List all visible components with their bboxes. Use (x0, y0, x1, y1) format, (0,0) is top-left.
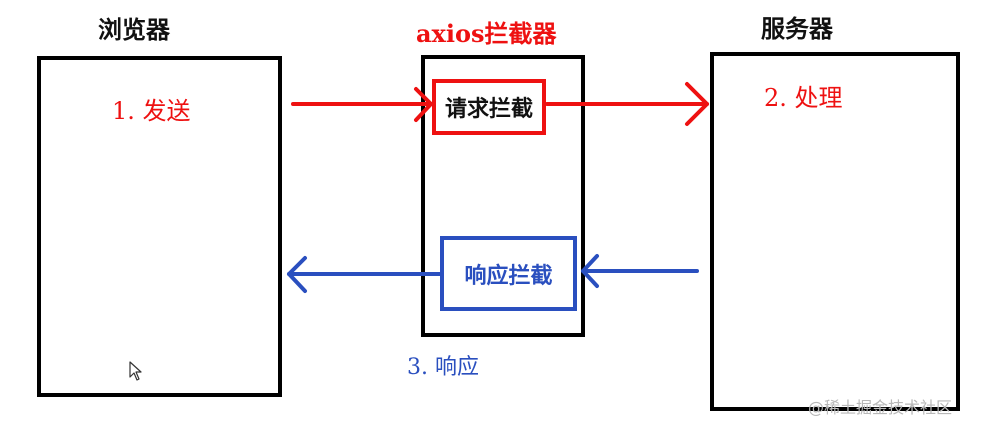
interceptor-title: axios拦截器 (416, 19, 557, 48)
server-box (710, 52, 960, 411)
send-step-label: 1. 发送 (112, 97, 191, 125)
request-interceptor-box: 请求拦截 (432, 79, 546, 135)
browser-box (37, 56, 282, 397)
response-interceptor-box: 响应拦截 (440, 236, 577, 311)
request-interceptor-label: 请求拦截 (444, 96, 533, 122)
browser-title: 浏览器 (98, 15, 170, 44)
response-step-label: 3. 响应 (407, 355, 479, 380)
watermark: @稀土掘金技术社区 (808, 398, 953, 417)
response-interceptor-label: 响应拦截 (464, 262, 553, 289)
server-title: 服务器 (761, 14, 833, 43)
mouse-pointer-icon (129, 361, 142, 381)
process-step-label: 2. 处理 (764, 84, 843, 112)
